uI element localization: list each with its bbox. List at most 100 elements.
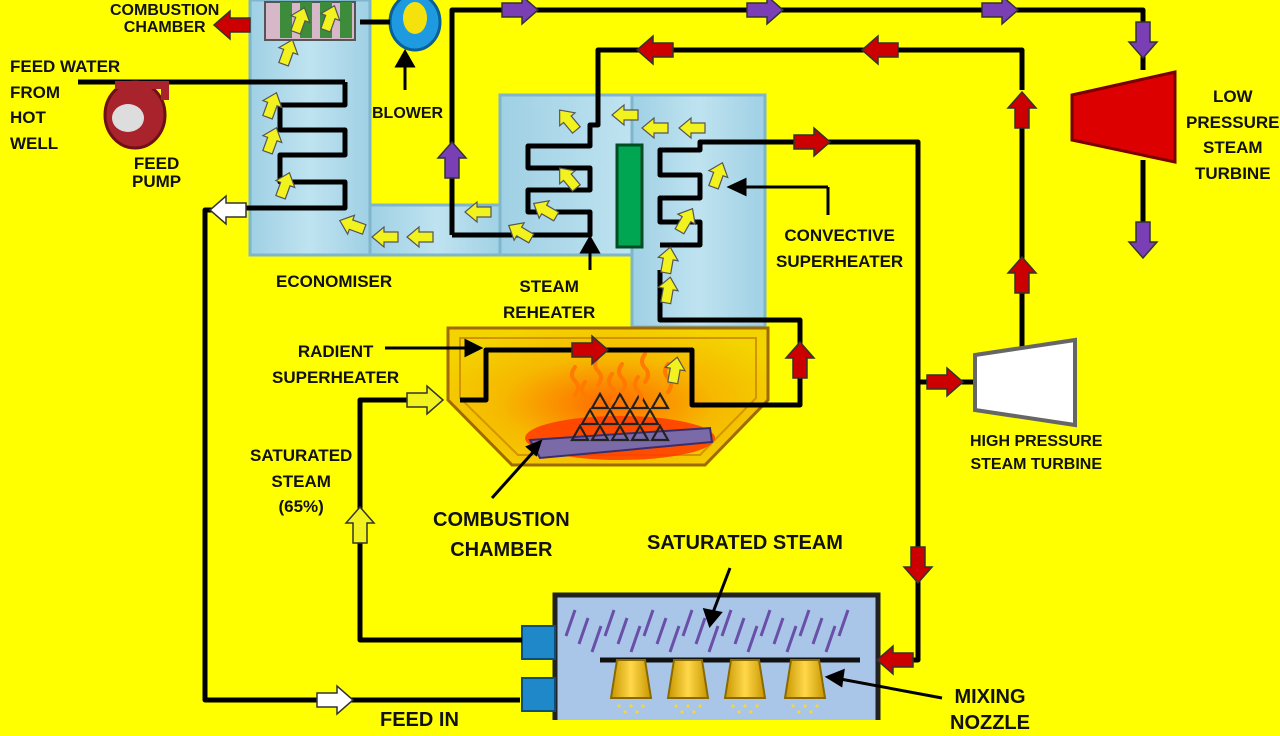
steam-streak [603, 609, 616, 637]
spray-droplet [815, 704, 819, 708]
steam-streak [564, 609, 577, 637]
flow-arrow [316, 684, 355, 716]
economiser-coil [230, 82, 348, 211]
spray-droplet [731, 704, 735, 708]
label-saturated-steam: SATURATED STEAM [647, 532, 843, 554]
flow-arrow [746, 0, 785, 26]
steam-streak [590, 625, 603, 653]
flow-arrow [860, 34, 899, 66]
steam-streak [629, 625, 642, 653]
mixing-nozzle-icon [783, 659, 827, 699]
flue-gas-arrow [656, 276, 680, 305]
flame [617, 362, 627, 394]
flow-arrow [436, 140, 468, 179]
flow-arrow [501, 0, 540, 26]
coal-lump [630, 423, 650, 442]
coal-lump [650, 391, 670, 410]
label-feed-pump: FEED PUMP [132, 154, 182, 192]
flow-arrows [208, 0, 1159, 716]
flame [570, 365, 580, 397]
steam-streak [694, 617, 707, 645]
steam-streak [616, 617, 629, 645]
superheater-coil [657, 139, 921, 540]
spray-droplet [692, 710, 696, 714]
flue-gas-arrow [371, 225, 399, 249]
flue-gas-arrow [532, 200, 560, 222]
boiler-diagram: COMBUSTION CHAMBER FEED WATER FROM HOT W… [10, 0, 1280, 736]
furnace [446, 326, 770, 467]
spray-droplet [749, 710, 753, 714]
spray-droplet [743, 704, 747, 708]
mixing-nozzle-icon [666, 659, 710, 699]
mixing-nozzle-icon [723, 659, 767, 699]
flue-gas-arrow [261, 91, 283, 120]
label-feed-in: FEED IN [380, 709, 459, 731]
flue-gas-arrow [707, 161, 729, 190]
flue-gas-arrow [641, 116, 669, 140]
spray-droplet [698, 704, 702, 708]
flue-gas-arrow [611, 103, 639, 127]
label-saturated-steam-pct: SATURATED STEAM (65%) [250, 446, 353, 516]
label-convective-superheater: CONVECTIVE SUPERHEATER [776, 226, 904, 271]
steam-streak [642, 609, 655, 637]
spray-droplet [737, 710, 741, 714]
flow-arrow [344, 505, 376, 544]
blower-icon [360, 0, 442, 52]
coal-lump [590, 423, 610, 442]
steam-streak [746, 625, 759, 653]
steam-streaks [564, 609, 850, 653]
flow-arrow [406, 384, 445, 416]
spray-droplet [635, 710, 639, 714]
label-mixing-nozzle: MIXING NOZZLE [950, 686, 1030, 734]
steam-streak [733, 617, 746, 645]
steam-drum [521, 592, 881, 736]
flow-arrow [212, 9, 251, 41]
flow-arrow [635, 34, 674, 66]
drum-port-lower [521, 677, 556, 712]
coal-lump [570, 423, 590, 442]
spray-droplet [803, 704, 807, 708]
label-steam-reheater: STEAM REHEATER [503, 277, 596, 322]
spray-droplet [617, 704, 621, 708]
flue-gas-arrow [319, 4, 341, 33]
steam-streak [655, 617, 668, 645]
flow-arrow [1127, 221, 1159, 260]
flame [580, 380, 590, 412]
flow-arrow [875, 644, 914, 676]
coal-lump [650, 423, 670, 442]
reheater-drum [615, 143, 644, 249]
flow-arrow [571, 334, 610, 366]
flame [640, 352, 650, 384]
flue-gas-arrow [289, 6, 311, 35]
steam-streak [824, 625, 837, 653]
steam-streak [681, 609, 694, 637]
flue-gas-arrow [406, 225, 434, 249]
coal-lump [580, 407, 600, 426]
flue-gas-arrow [674, 207, 696, 235]
steam-streak [720, 609, 733, 637]
diagram-canvas [78, 0, 1177, 736]
spray-droplet [686, 704, 690, 708]
spray-droplet [641, 704, 645, 708]
coal-pile [570, 391, 670, 442]
steam-streak [759, 609, 772, 637]
label-radiant-superheater: RADIENT SUPERHEATER [272, 342, 400, 387]
reheater-coil [452, 47, 1025, 238]
spray-droplet [629, 704, 633, 708]
label-blower: BLOWER [372, 105, 444, 122]
coal-lump [610, 391, 630, 410]
flue-gas-arrow [261, 126, 283, 155]
steam-streak [837, 609, 850, 637]
hp-turbine-icon [973, 337, 1077, 428]
flow-arrow [902, 546, 934, 585]
steam-streak [707, 625, 720, 653]
label-top-combustion-chamber: COMBUSTION CHAMBER [110, 2, 220, 37]
label-hp-turbine: HIGH PRESSURE STEAM TURBINE [970, 433, 1103, 474]
flue-gas-arrow [507, 222, 535, 244]
spray-droplet [809, 710, 813, 714]
flow-arrow [208, 194, 247, 226]
coal-lump [620, 407, 640, 426]
flame [607, 372, 617, 404]
mixing-nozzles [609, 659, 827, 714]
spray-droplet [674, 704, 678, 708]
